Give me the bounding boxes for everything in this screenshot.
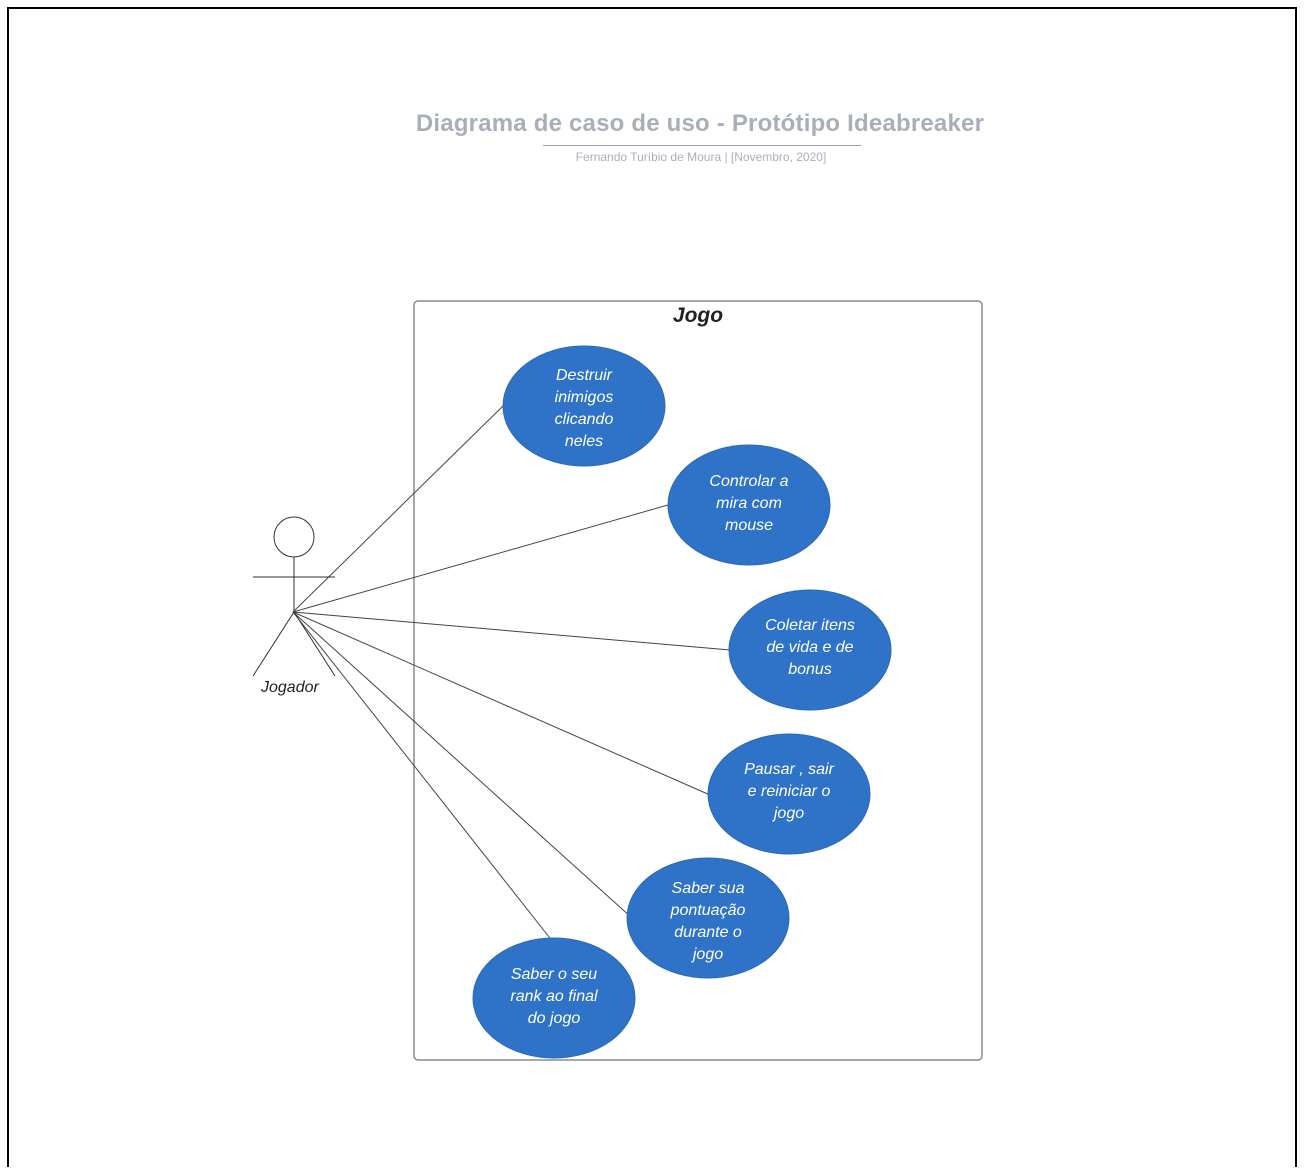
use-case-saber-pontuacao[interactable] — [626, 857, 790, 979]
use-case-label: Coletar itens de vida e de bonus — [765, 617, 855, 678]
use-case-label: Saber sua pontuação durante o jogo — [670, 880, 746, 963]
use-case-coletar-itens[interactable] — [728, 589, 892, 711]
diagram-subtitle: Fernando Turíbio de Moura | [Novembro, 2… — [575, 150, 827, 164]
system-boundary-name: Jogo — [672, 304, 724, 327]
use-case-label: Pausar , sair e reiniciar o jogo — [744, 761, 834, 822]
use-case-label: Saber o seu rank ao final do jogo — [510, 966, 598, 1027]
page-frame — [7, 7, 1297, 1167]
use-case-controlar-mira[interactable] — [667, 444, 831, 566]
association-uc6 — [292, 611, 554, 943]
actor-label: Jogador — [261, 679, 319, 696]
actor-right-leg — [293, 611, 336, 677]
system-boundary[interactable] — [413, 300, 983, 1061]
associations — [292, 404, 731, 943]
use-case-saber-rank[interactable] — [472, 937, 636, 1059]
association-uc3 — [292, 611, 731, 651]
actor-jogador[interactable] — [252, 516, 336, 677]
diagram-title: Diagrama de caso de uso - Protótipo Idea… — [415, 110, 985, 137]
association-uc4 — [292, 611, 711, 796]
use-case-label: Controlar a mira com mouse — [709, 473, 789, 534]
association-uc1 — [292, 404, 505, 613]
actor-left-leg — [252, 611, 295, 677]
use-case-label: Destruir inimigos clicando neles — [554, 367, 614, 450]
actor-head — [273, 516, 315, 558]
use-case-destruir-inimigos[interactable] — [502, 345, 666, 467]
use-case-pausar-sair-reiniciar[interactable] — [707, 733, 871, 855]
association-uc5 — [292, 611, 633, 919]
association-uc2 — [292, 504, 669, 613]
title-underline — [543, 145, 861, 146]
